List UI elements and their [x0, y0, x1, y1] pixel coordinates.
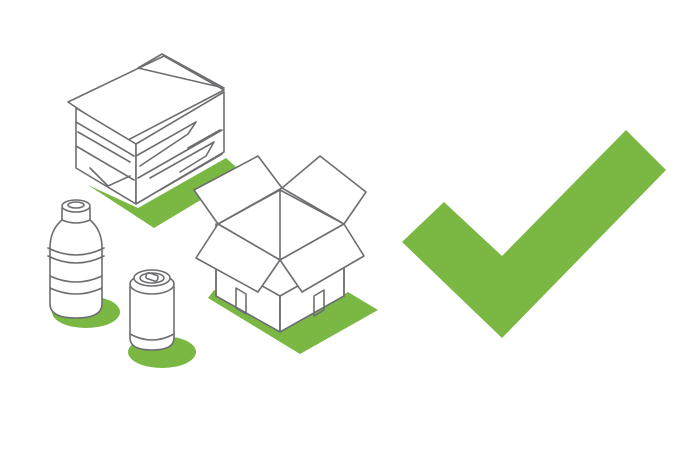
- cardboard-box-icon: [193, 155, 378, 354]
- paper-stack-icon: [67, 53, 244, 228]
- aluminum-can-icon: [128, 269, 196, 368]
- plastic-bottle-icon: [47, 199, 120, 328]
- checkmark-icon: [402, 130, 666, 338]
